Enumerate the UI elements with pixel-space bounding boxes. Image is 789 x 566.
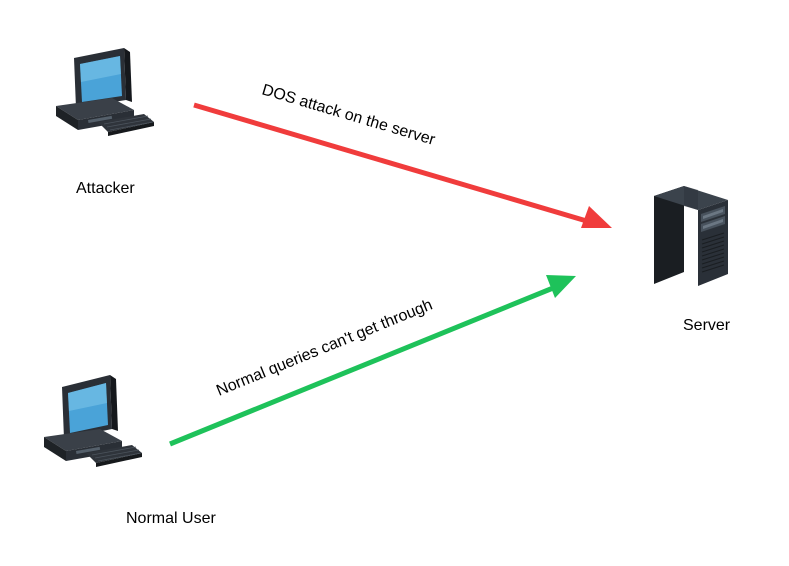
attack-arrowhead-shape: [581, 206, 612, 228]
attack-arrow-line: [193, 102, 591, 225]
normal-arrow-line: [169, 283, 559, 447]
normal-arrowhead-shape: [546, 275, 576, 298]
normal-user-desktop-computer-icon: [44, 375, 142, 467]
server-label: Server: [683, 317, 731, 334]
attack-edge-label: DOS attack on the server: [260, 82, 438, 150]
server-tower-server-icon: [654, 186, 728, 286]
normal-user-label: Normal User: [126, 510, 216, 527]
attacker-desktop-computer-icon: [56, 48, 154, 136]
attacker-label: Attacker: [76, 180, 135, 197]
